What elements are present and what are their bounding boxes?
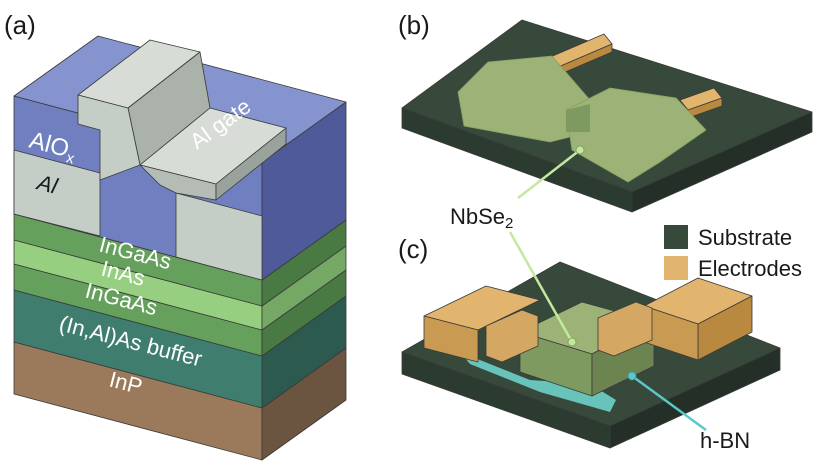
- legend-electrodes-label: Electrodes: [698, 256, 802, 281]
- electrode-c-left-front: [423, 315, 479, 363]
- al-gate-front-left: [77, 94, 141, 181]
- panel-c: (c): [398, 234, 781, 449]
- legend-electrodes-swatch: [664, 256, 688, 280]
- nbse2-label-sub: 2: [505, 215, 513, 232]
- electrode-c-right-arm: [597, 301, 653, 357]
- electrode-c-left-arm: [485, 309, 539, 363]
- legend-substrate-label: Substrate: [698, 225, 792, 250]
- nbse2-dot-b: [575, 145, 585, 155]
- nbse2-label-base: NbSe: [450, 204, 505, 229]
- nbse2-dot-c: [567, 337, 577, 347]
- panel-c-label: (c): [398, 234, 428, 264]
- nbse2-overlap: [566, 104, 590, 132]
- panel-b: (b): [398, 10, 813, 213]
- nbse2-leader-b: [517, 149, 581, 199]
- substrate-b-side: [631, 111, 813, 213]
- nbse2-leader-c: [508, 231, 574, 343]
- callouts: NbSe2 h-BN: [450, 145, 750, 453]
- hbn-layer: [460, 352, 616, 412]
- hbn-dot: [627, 371, 637, 381]
- legend-substrate-swatch: [664, 225, 688, 249]
- nbse2-flake-2: [565, 87, 707, 183]
- hbn-leader: [631, 374, 707, 432]
- panel-a: (a) Al gate AlOx Al InGaAs InAs InGaAs (…: [4, 10, 347, 461]
- substrate-c-side: [609, 347, 781, 449]
- legend: Substrate Electrodes: [664, 225, 802, 281]
- nbse2-label: NbSe2: [450, 204, 513, 232]
- panel-b-label: (b): [398, 10, 430, 40]
- hbn-label: h-BN: [700, 428, 750, 453]
- al-block-left: [13, 149, 101, 237]
- al-block-right: [175, 192, 263, 281]
- panel-a-label: (a): [4, 10, 36, 40]
- al-gate-front-right: [139, 164, 217, 201]
- al-gate-side: [215, 127, 287, 201]
